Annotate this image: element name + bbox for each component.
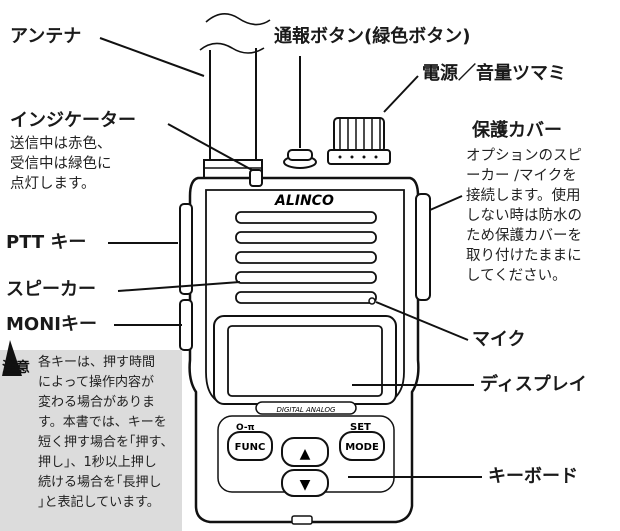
keyboard-label: キーボード — [488, 466, 578, 487]
moni-key-label: MONIキー — [6, 314, 97, 335]
indicator-label: インジケーター — [10, 110, 136, 131]
indicator-description: 送信中は赤色、 受信中は緑色に 点灯します。 — [10, 136, 112, 192]
up-arrow-icon: ▲ — [300, 446, 311, 462]
mode-key: MODE — [345, 442, 379, 453]
down-arrow-icon: ▼ — [300, 477, 311, 493]
emergency-button-label: 通報ボタン(緑色ボタン) — [274, 26, 471, 47]
caution-note-text: 各キーは、押す時間 によって操作内容が 変わる場合がありま す。本書では、キーを… — [38, 355, 174, 510]
caution-note-tag: 注意 — [2, 360, 30, 376]
leader-lines — [99, 37, 482, 478]
caution-note-box — [0, 350, 182, 531]
antenna-label: アンテナ — [10, 26, 82, 47]
emergency-button — [283, 149, 317, 169]
protective-cover-description: オプションのスピ ーカー /マイクを 接続します。使用 しない時は防水の ため保… — [466, 148, 582, 284]
power-volume-knob-label: 電源／音量ツマミ — [422, 63, 566, 84]
protective-cover-label: 保護カバー — [472, 120, 562, 141]
antenna — [199, 13, 271, 183]
speaker-label: スピーカー — [6, 279, 96, 300]
set-key-label: SET — [350, 422, 371, 433]
caution-marker-icon — [2, 340, 22, 376]
power-volume-knob — [327, 117, 391, 165]
brand-logo: ALINCO — [274, 193, 334, 209]
mode-band-label: DIGITAL ANALOG — [277, 406, 336, 414]
ptt-key-label: PTT キー — [6, 232, 87, 253]
lock-icon: O-π — [236, 423, 255, 433]
mic-label: マイク — [472, 329, 526, 350]
func-key: FUNC — [235, 442, 266, 453]
radio-body — [179, 169, 431, 525]
display-label: ディスプレイ — [480, 374, 587, 395]
